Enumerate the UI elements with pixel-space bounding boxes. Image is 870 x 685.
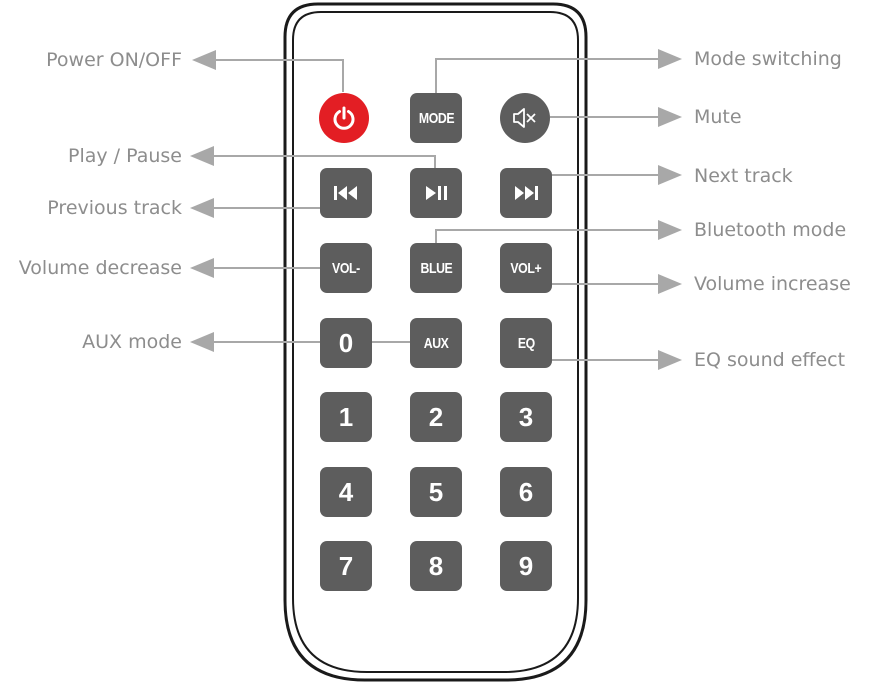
arrowhead-power: [192, 50, 216, 70]
leader-next: [547, 174, 658, 192]
digit-5-label: 5: [428, 476, 444, 507]
previous-track-button[interactable]: [320, 168, 372, 218]
label-volume-decrease: Volume decrease: [18, 257, 182, 279]
remote-body-outer: [283, 2, 588, 682]
label-next-track: Next track: [694, 165, 793, 187]
arrowhead-bluetooth: [658, 220, 682, 240]
bluetooth-button[interactable]: BLUE: [410, 243, 462, 293]
digit-9-label: 9: [518, 550, 534, 581]
mode-button-label: MODE: [418, 109, 454, 127]
label-power: Power ON/OFF: [46, 49, 182, 71]
mute-icon: [513, 108, 536, 128]
digit-6-label: 6: [518, 476, 534, 507]
bluetooth-label: BLUE: [420, 259, 452, 277]
volume-up-label: VOL+: [510, 259, 542, 277]
label-eq-sound-effect: EQ sound effect: [694, 349, 846, 371]
play-pause-icon: [426, 186, 447, 200]
label-aux-mode: AUX mode: [82, 331, 182, 353]
label-volume-increase: Volume increase: [694, 273, 851, 295]
digit-8-label: 8: [428, 550, 444, 581]
digit-2-label: 2: [428, 401, 444, 432]
label-play-pause: Play / Pause: [68, 145, 182, 167]
mute-button[interactable]: [500, 93, 550, 143]
label-mute: Mute: [694, 106, 742, 128]
volume-down-label: VOL-: [332, 259, 360, 277]
previous-track-icon: [334, 186, 357, 200]
mode-button[interactable]: MODE: [410, 93, 462, 143]
play-pause-button[interactable]: [410, 168, 462, 218]
eq-button[interactable]: EQ: [500, 318, 552, 368]
leader-bluetooth: [435, 229, 658, 243]
digit-0-label: 0: [338, 327, 354, 358]
next-track-button[interactable]: [500, 168, 552, 218]
leader-mode: [435, 58, 658, 93]
leader-power: [215, 59, 344, 92]
label-bluetooth-mode: Bluetooth mode: [694, 219, 847, 241]
arrowhead-mode: [658, 49, 682, 69]
arrowhead-mute: [658, 107, 682, 127]
aux-label: AUX: [423, 334, 449, 352]
power-icon: [333, 106, 355, 130]
digit-0-button[interactable]: 0: [320, 318, 372, 368]
arrowhead-eq: [658, 350, 682, 370]
digit-3-button[interactable]: 3: [500, 392, 552, 442]
power-button[interactable]: [319, 93, 369, 143]
arrowhead-volume-increase: [658, 274, 682, 294]
digit-4-label: 4: [338, 476, 354, 507]
digit-9-button[interactable]: 9: [500, 541, 552, 591]
digit-8-button[interactable]: 8: [410, 541, 462, 591]
digit-5-button[interactable]: 5: [410, 467, 462, 517]
remote-body-inner: [292, 11, 579, 673]
digit-1-label: 1: [338, 401, 354, 432]
digit-6-button[interactable]: 6: [500, 467, 552, 517]
leader-volume-increase: [547, 283, 658, 289]
arrowhead-aux: [190, 332, 214, 352]
arrowhead-next: [658, 165, 682, 185]
volume-down-button[interactable]: VOL-: [320, 243, 372, 293]
digit-1-button[interactable]: 1: [320, 392, 372, 442]
digit-3-label: 3: [518, 401, 534, 432]
next-track-icon: [515, 186, 538, 200]
leader-play-pause: [212, 155, 436, 170]
digit-7-label: 7: [338, 550, 354, 581]
eq-label: EQ: [517, 334, 535, 352]
digit-2-button[interactable]: 2: [410, 392, 462, 442]
volume-up-button[interactable]: VOL+: [500, 243, 552, 293]
digit-7-button[interactable]: 7: [320, 541, 372, 591]
arrowhead-previous: [190, 198, 214, 218]
label-previous-track: Previous track: [47, 197, 182, 219]
aux-button[interactable]: AUX: [410, 318, 462, 368]
arrowhead-play-pause: [190, 146, 214, 166]
arrowhead-volume-decrease: [190, 258, 214, 278]
label-mode-switching: Mode switching: [694, 48, 842, 70]
digit-4-button[interactable]: 4: [320, 467, 372, 517]
